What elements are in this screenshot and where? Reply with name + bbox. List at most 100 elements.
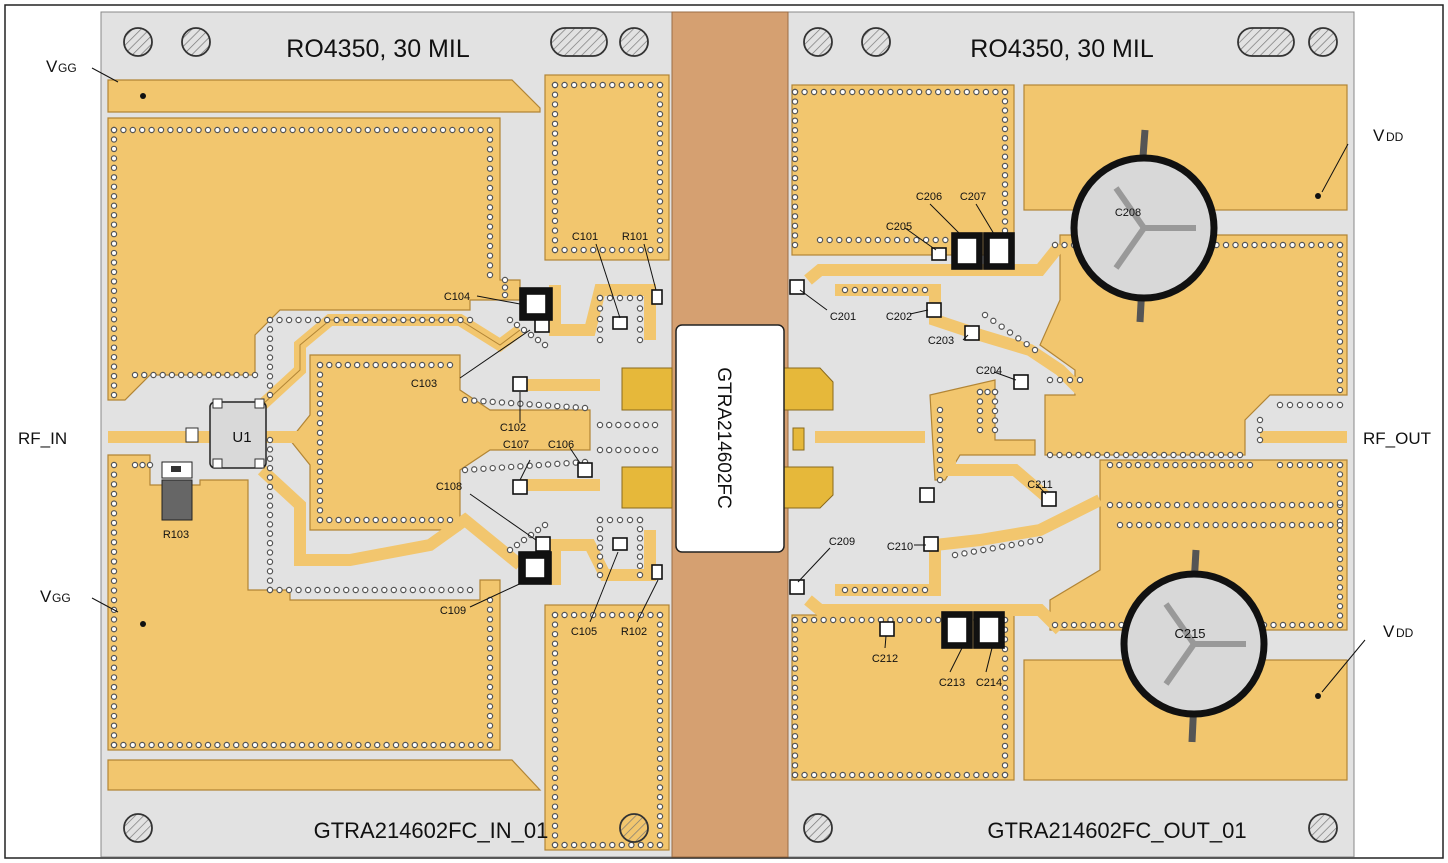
via	[915, 771, 923, 779]
via	[480, 398, 487, 405]
via	[280, 741, 287, 749]
rf-in-label: RF_IN	[18, 429, 67, 448]
rf-out-label: RF_OUT	[1363, 429, 1431, 448]
via	[991, 407, 999, 415]
via	[148, 741, 155, 749]
via	[551, 669, 559, 676]
via	[1061, 241, 1068, 249]
via	[599, 81, 606, 89]
input-smd-parts	[512, 287, 663, 585]
via	[791, 674, 799, 682]
via	[801, 616, 808, 624]
via	[963, 771, 971, 779]
via	[839, 88, 846, 96]
via	[596, 305, 604, 312]
via	[656, 669, 664, 676]
via	[326, 361, 333, 369]
via	[1251, 241, 1258, 249]
via	[1231, 521, 1238, 529]
via	[1151, 451, 1158, 459]
via	[1153, 461, 1160, 469]
via	[449, 126, 456, 134]
via	[656, 81, 664, 89]
via	[1336, 471, 1344, 478]
via	[314, 586, 321, 594]
via	[486, 204, 494, 211]
via	[437, 361, 444, 369]
via	[636, 516, 644, 524]
via	[1236, 451, 1244, 459]
via	[589, 81, 597, 89]
via	[596, 446, 604, 454]
via	[110, 703, 118, 710]
via	[991, 426, 999, 434]
via	[1193, 501, 1200, 509]
via	[1116, 521, 1124, 529]
via	[486, 223, 494, 230]
via	[1317, 501, 1325, 509]
via	[636, 535, 644, 542]
via	[486, 271, 494, 279]
via	[901, 286, 909, 294]
via	[1144, 461, 1151, 469]
via	[486, 242, 494, 250]
via	[791, 665, 799, 672]
via	[110, 145, 118, 153]
via	[374, 741, 381, 749]
via	[1001, 655, 1009, 662]
via	[551, 745, 559, 753]
via	[327, 126, 334, 134]
via	[298, 741, 306, 749]
via	[656, 698, 664, 705]
via	[791, 616, 799, 624]
via	[1027, 538, 1034, 545]
via	[820, 616, 827, 624]
via	[266, 382, 274, 389]
via	[110, 548, 118, 556]
via	[110, 268, 118, 276]
via	[1017, 540, 1025, 547]
via	[486, 606, 494, 613]
via	[551, 611, 559, 619]
via	[110, 539, 118, 546]
via	[1327, 621, 1334, 629]
via	[992, 88, 999, 96]
via	[1212, 521, 1219, 529]
via	[1269, 521, 1277, 529]
via	[858, 616, 866, 624]
via	[110, 211, 118, 219]
via	[1075, 451, 1082, 459]
via	[1288, 501, 1296, 509]
via	[596, 535, 604, 542]
via	[266, 335, 274, 342]
via	[551, 110, 559, 118]
via	[1308, 621, 1315, 629]
via	[626, 516, 634, 524]
via	[120, 741, 127, 749]
via	[936, 426, 944, 434]
via	[656, 678, 664, 686]
via	[486, 175, 494, 182]
via	[214, 371, 222, 379]
device-body	[675, 324, 785, 553]
via	[636, 525, 644, 533]
via	[891, 586, 899, 594]
via	[1202, 521, 1210, 529]
via	[1336, 299, 1344, 307]
via	[656, 650, 664, 657]
via	[421, 741, 428, 749]
via	[1134, 461, 1142, 469]
via	[383, 126, 390, 134]
via	[656, 237, 664, 244]
via	[991, 388, 999, 396]
via	[963, 88, 971, 96]
via	[418, 361, 426, 369]
via	[624, 446, 631, 454]
via	[437, 516, 444, 524]
via	[261, 741, 268, 749]
via	[881, 286, 889, 294]
via	[1061, 621, 1068, 629]
via	[110, 240, 118, 247]
via	[110, 471, 118, 478]
via	[1001, 107, 1009, 114]
